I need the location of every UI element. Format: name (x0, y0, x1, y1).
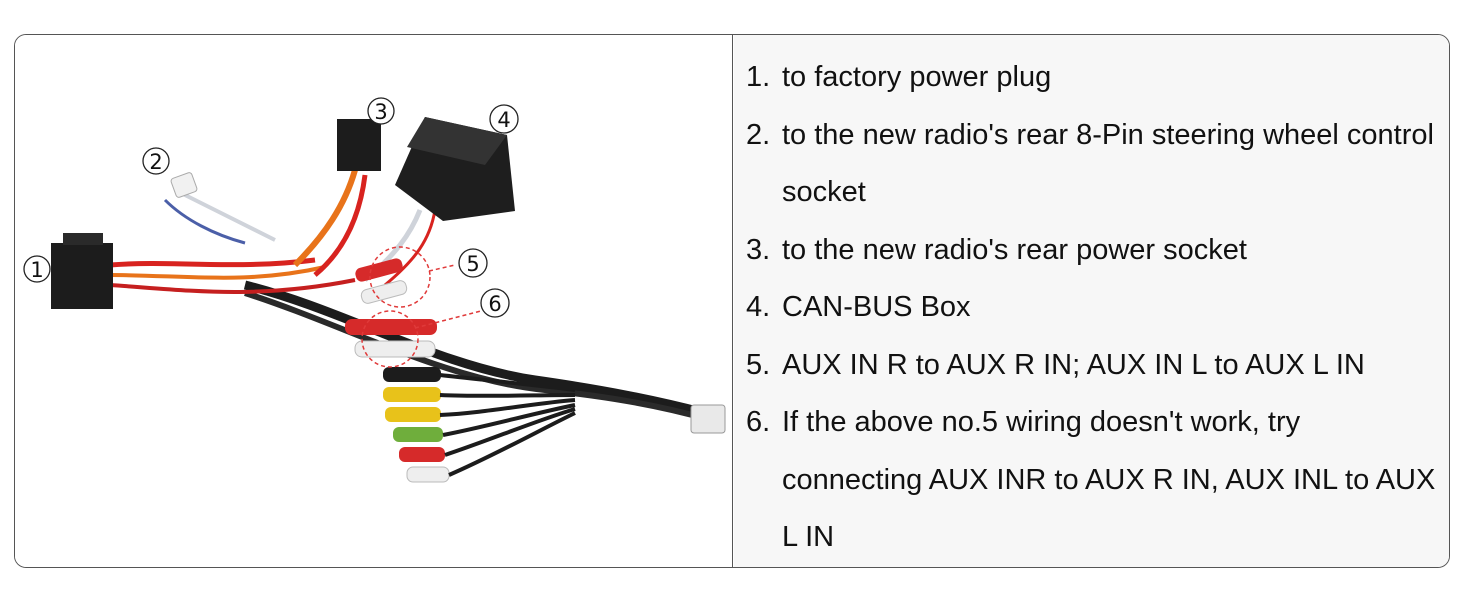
dashed-circle-6 (361, 310, 419, 368)
legend-list: 1. to factory power plug 2. to the new r… (746, 49, 1446, 567)
wiring-harness-illustration: 1 2 3 4 5 6 (23, 97, 726, 483)
legend-item-number: 4. (746, 291, 771, 323)
callout-4: 4 (489, 104, 519, 134)
legend-item-number: 5. (746, 348, 771, 381)
connector-2-small-plug (170, 172, 198, 198)
connector-3-power-socket (337, 119, 381, 171)
legend-item-number: 6. (746, 406, 771, 438)
connector-1-iso-plug (51, 243, 113, 309)
legend-item-number: 1. (746, 61, 771, 93)
blue-wire (163, 198, 246, 245)
dashed-circle-5 (369, 246, 431, 308)
dashed-leader-6 (414, 310, 482, 329)
diagram-frame: 1 2 3 4 5 6 (14, 34, 1450, 568)
main-cable-bundle-2 (244, 290, 708, 422)
main-cable-bundle (243, 280, 707, 418)
legend-item-text: to factory power plug (782, 61, 1052, 93)
legend-item: 2. to the new radio's rear 8-Pin steerin… (746, 107, 1446, 222)
canbus-box-top (407, 117, 507, 165)
legend-item: 3. to the new radio's rear power socket (746, 222, 1446, 280)
right-white-connector (690, 404, 726, 434)
rca-fan-cables (439, 373, 576, 477)
canbus-wires-2 (384, 209, 437, 287)
legend-panel: 1. to factory power plug 2. to the new r… (734, 35, 1449, 567)
callout-4-label: 4 (497, 108, 510, 132)
dashed-leader-5 (428, 264, 456, 272)
connector-1-tab (63, 233, 103, 245)
legend-item-text: If the above no.5 wiring doesn't work, t… (782, 406, 1436, 553)
orange-wire-bundle (109, 265, 326, 280)
harness-photo-panel: 1 2 3 4 5 6 (15, 35, 733, 567)
red-wire-bundle (109, 257, 316, 268)
callout-5-label: 5 (466, 252, 479, 276)
legend-item-text: to the new radio's rear power socket (782, 233, 1247, 266)
legend-item-number: 2. (746, 118, 771, 151)
legend-item-text: to the new radio's rear 8-Pin steering w… (782, 118, 1434, 209)
callout-3-label: 3 (374, 100, 387, 124)
connector-3-wires (292, 169, 358, 268)
rca-connector-group-5 (355, 258, 408, 304)
rca-fan-lower (383, 367, 450, 483)
legend-item-number: 3. (746, 233, 771, 266)
legend-item: 6. If the above no.5 wiring doesn't work… (746, 394, 1446, 567)
callout-3: 3 (367, 97, 395, 125)
legend-item-text: AUX IN R to AUX R IN; AUX IN L to AUX L … (782, 348, 1365, 381)
legend-item: 4. CAN-BUS Box (746, 279, 1446, 337)
legend-item-text: CAN-BUS Box (782, 291, 971, 323)
legend-item: 5. AUX IN R to AUX R IN; AUX IN L to AUX… (746, 337, 1446, 395)
red-wire-bundle-2 (109, 278, 356, 294)
white-wire (174, 188, 276, 242)
callout-2-label: 2 (149, 150, 162, 174)
connector-3-wires-2 (313, 174, 368, 277)
callout-6-label: 6 (488, 292, 501, 316)
callout-5: 5 (458, 248, 488, 278)
callout-1: 1 (23, 255, 51, 283)
callout-1-label: 1 (30, 258, 43, 282)
callout-6: 6 (480, 288, 510, 318)
callout-2: 2 (142, 147, 170, 175)
legend-item: 1. to factory power plug (746, 49, 1446, 107)
